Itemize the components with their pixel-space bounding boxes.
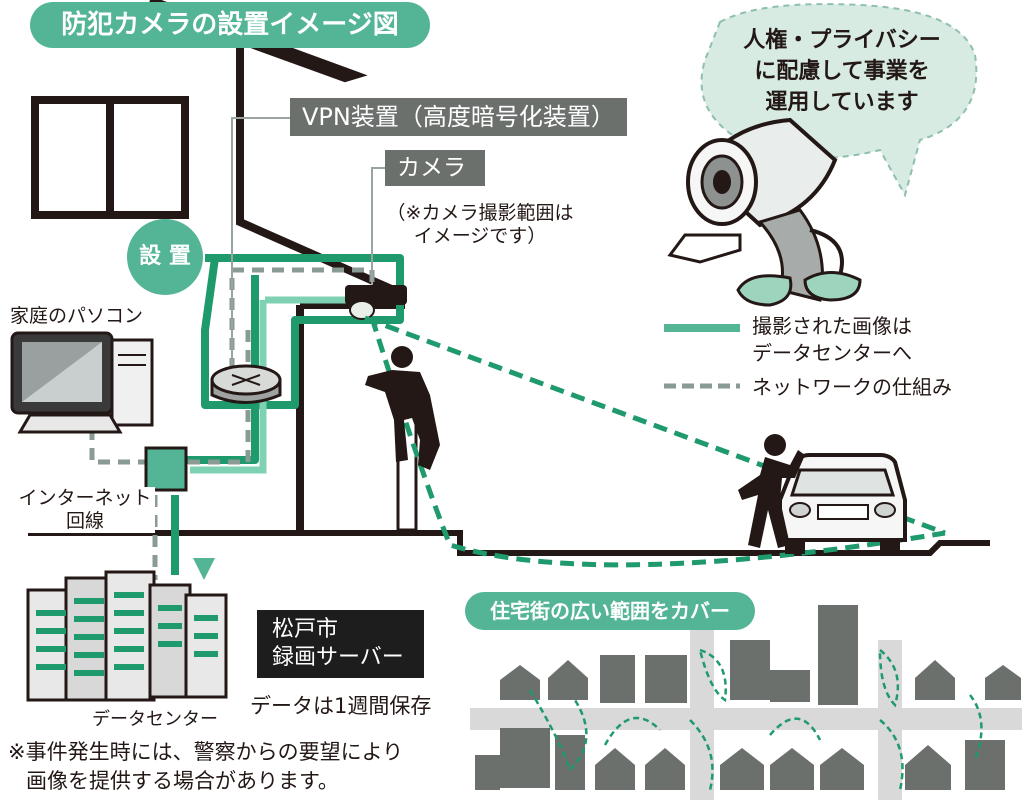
town-illustration [470, 605, 1022, 800]
coverage-label-text: 住宅街の広い範囲をカバー [490, 599, 730, 623]
home-pc-icon [10, 331, 154, 434]
install-badge: 設 置 [127, 219, 203, 295]
data-center-servers-icon [26, 570, 228, 702]
legend-solid-label: 撮影された画像は データセンターへ [752, 313, 912, 367]
down-arrow-icon [193, 558, 215, 580]
bubble-line: 運用しています [765, 90, 919, 115]
camera-icon [345, 285, 407, 320]
legend-solid-line-2: データセンターへ [752, 341, 912, 365]
internet-line-label: インターネット 回線 [15, 487, 155, 533]
camera-label: カメラ [385, 150, 485, 186]
page-title-text: 防犯カメラの設置イメージ図 [61, 10, 399, 40]
server-label-box [257, 610, 424, 678]
footnote-line-1: ※事件発生時には、警察からの要望により [8, 740, 404, 764]
intruder-figure-icon [365, 346, 440, 470]
house-window-icon [31, 96, 189, 219]
bubble-line: に配慮して事業を [754, 59, 930, 84]
install-badge-text: 設 置 [139, 244, 191, 269]
car-thief-figure-icon [738, 434, 805, 548]
legend-dashed-label: ネットワークの仕組み [752, 375, 952, 399]
camera-note: （※カメラ撮影範囲は イメージです） [360, 202, 600, 248]
retention-label: データは1週間保存 [250, 694, 432, 718]
junction-box-icon [144, 446, 188, 492]
vpn-label: VPN装置（高度暗号化装置） [290, 98, 627, 136]
camera-note-line: イメージです） [413, 225, 547, 247]
server-label: 松戸市 録画サーバー [272, 616, 404, 672]
bubble-line: 人権・プライバシー [743, 28, 941, 53]
camera-note-line: （※カメラ撮影範囲は [386, 202, 574, 224]
vpn-leader-line [231, 117, 290, 370]
page-title: 防犯カメラの設置イメージ図 [30, 2, 430, 48]
footnote: ※事件発生時には、警察からの要望により 画像を提供する場合があります。 [8, 738, 403, 796]
data-center-label: データセンター [92, 709, 218, 730]
footnote-line-2: 画像を提供する場合があります。 [26, 769, 339, 793]
server-label-line-2: 録画サーバー [272, 645, 404, 670]
vpn-router-icon [210, 364, 282, 404]
camera-mascot-icon [667, 117, 862, 307]
coverage-label: 住宅街の広い範囲をカバー [465, 592, 755, 630]
car-icon [778, 453, 907, 554]
privacy-bubble-text: 人権・プライバシー に配慮して事業を 運用しています [722, 25, 962, 118]
camera-leader-line [371, 167, 390, 290]
home-pc-label: 家庭のパソコン [10, 305, 144, 327]
internet-line-label-2: 回線 [65, 510, 104, 532]
internet-line-label-1: インターネット [18, 487, 152, 509]
legend-solid-line-1: 撮影された画像は [752, 314, 912, 338]
server-label-line-1: 松戸市 [272, 617, 339, 642]
ground-line [28, 530, 990, 556]
